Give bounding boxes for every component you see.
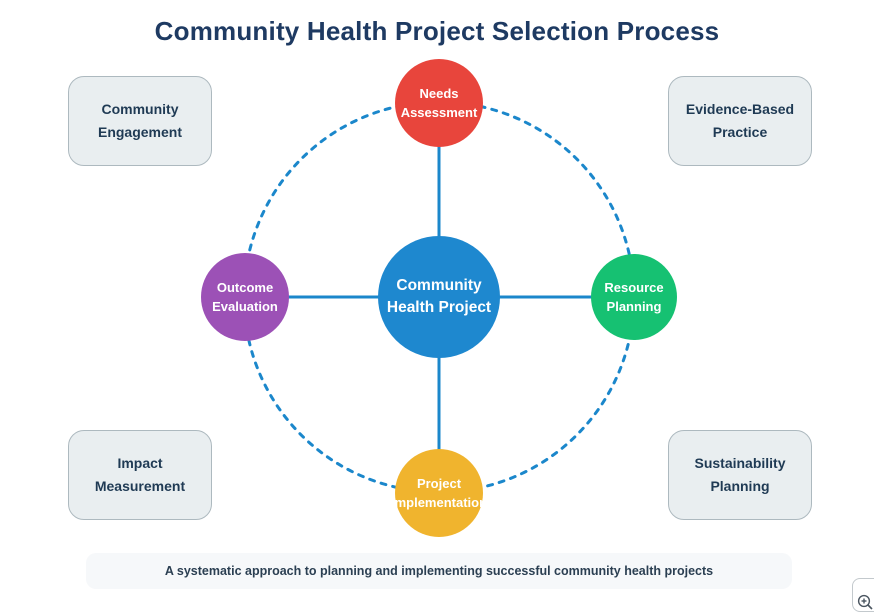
card-sustainability-planning: Sustainability Planning xyxy=(668,430,812,520)
node-label: Planning xyxy=(606,299,662,314)
card-label: Sustainability xyxy=(694,455,786,471)
node-community-health-project: Community Health Project xyxy=(378,236,500,358)
caption-text: A systematic approach to planning and im… xyxy=(164,564,714,578)
node-label: Health Project xyxy=(386,299,492,316)
node-label: Implementation xyxy=(390,495,488,510)
card-label: Engagement xyxy=(97,124,182,140)
node-project-implementation: Project Implementation xyxy=(391,449,487,537)
caption-bar: A systematic approach to planning and im… xyxy=(86,553,792,589)
zoom-in-button[interactable] xyxy=(852,578,874,612)
node-label: Evaluation xyxy=(212,299,278,314)
card-label: Evidence-Based xyxy=(685,101,795,117)
card-label: Measurement xyxy=(94,478,186,494)
card-impact-measurement: Impact Measurement xyxy=(68,430,212,520)
page-title: Community Health Project Selection Proce… xyxy=(154,16,720,46)
card-label: Impact xyxy=(117,455,163,471)
card-label: Practice xyxy=(712,124,768,140)
card-community-engagement: Community Engagement xyxy=(68,76,212,166)
card-label: Planning xyxy=(710,478,770,494)
node-label: Assessment xyxy=(400,105,478,120)
node-outcome-evaluation: Outcome Evaluation xyxy=(201,253,289,341)
node-label: Needs xyxy=(419,86,459,101)
node-label: Outcome xyxy=(216,280,274,295)
card-evidence-based-practice: Evidence-Based Practice xyxy=(668,76,812,166)
node-needs-assessment: Needs Assessment xyxy=(395,59,483,147)
node-label: Community xyxy=(396,277,482,294)
node-resource-planning: Resource Planning xyxy=(591,254,677,340)
node-label: Resource xyxy=(604,280,664,295)
card-label: Community xyxy=(101,101,179,117)
node-label: Project xyxy=(416,476,462,491)
